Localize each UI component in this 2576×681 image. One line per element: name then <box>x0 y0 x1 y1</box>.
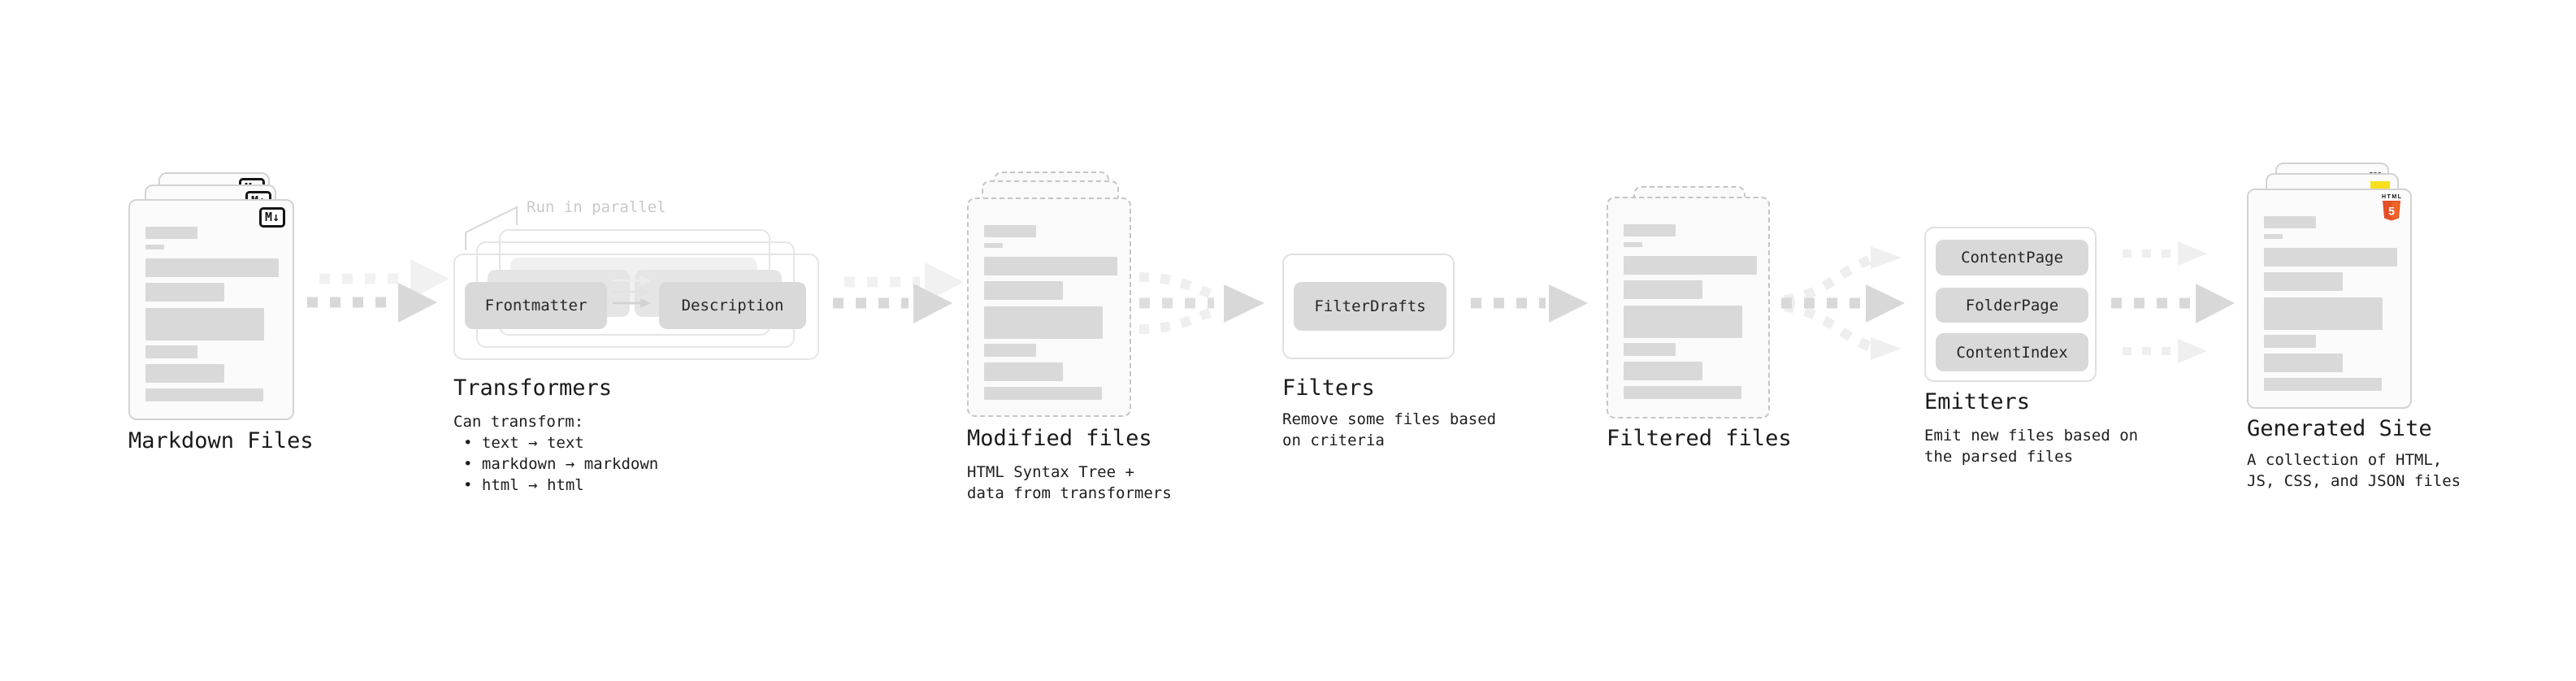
modified-files-subtitle: HTML Syntax Tree + data from transformer… <box>967 462 1172 504</box>
skeleton-text-bar <box>1624 280 1702 299</box>
skeleton-text-bar <box>145 308 264 340</box>
run-in-parallel-note: Run in parallel <box>527 198 666 216</box>
skeleton-text-bar <box>2264 354 2343 372</box>
skeleton-text-bar <box>984 243 1003 248</box>
arrow-modified-to-filters-merge <box>1138 272 1264 334</box>
js-file-icon <box>2370 181 2390 190</box>
transformers-description: Can transform: • text → text • markdown … <box>453 411 658 496</box>
skeleton-text-bar <box>145 364 224 383</box>
emitters-title: Emitters <box>1924 389 2031 414</box>
markdown-icon: M↓ <box>258 207 285 228</box>
transformers-title: Transformers <box>453 375 613 401</box>
skeleton-text-bar <box>984 306 1103 339</box>
html5-icon: HTML 5 <box>2382 194 2401 226</box>
arrow-filters-to-filtered <box>1471 284 1588 323</box>
modified-files-title: Modified files <box>967 426 1152 451</box>
skeleton-text-bar <box>1624 343 1676 356</box>
arrow-transformers-to-modified-ghost <box>844 262 964 302</box>
skeleton-text-bar <box>984 225 1036 237</box>
frontmatter-chip: Frontmatter <box>465 282 607 329</box>
skeleton-text-bar <box>1624 362 1702 380</box>
skeleton-text-bar <box>1624 242 1642 247</box>
skeleton-text-bar <box>984 344 1036 357</box>
skeleton-text-bar <box>145 345 197 358</box>
arrow-transformers-to-modified <box>833 284 952 323</box>
filterdrafts-chip: FilterDrafts <box>1294 282 1446 331</box>
skeleton-text-bar <box>145 227 197 239</box>
subtitle-line: Emit new files based on <box>1924 427 2139 445</box>
arrow-emitters-to-generated <box>2111 241 2235 363</box>
html5-icon-label: HTML <box>2382 194 2403 200</box>
skeleton-text-bar <box>984 257 1117 275</box>
filters-box: FilterDrafts <box>1282 254 1455 359</box>
skeleton-text-bar <box>2264 378 2382 391</box>
filtered-files-title: Filtered files <box>1607 426 1792 451</box>
subtitle-line: A collection of HTML, <box>2247 451 2443 469</box>
html5-shield: 5 <box>2383 201 2400 221</box>
skeleton-text-bar <box>984 387 1102 400</box>
subtitle-line: Remove some files based <box>1282 410 1497 428</box>
skeleton-text-bar <box>984 281 1063 300</box>
subtitle-line: JS, CSS, and JSON files <box>2247 472 2461 490</box>
markdown-files-title: Markdown Files <box>128 428 314 453</box>
markdown-file-card: M↓ <box>128 199 294 420</box>
transform-bullet: • html → html <box>463 476 584 494</box>
subtitle-line: on criteria <box>1282 432 1385 449</box>
generated-site-title: Generated Site <box>2247 416 2432 441</box>
folderpage-chip: FolderPage <box>1936 288 2088 323</box>
generated-site-subtitle: A collection of HTML, JS, CSS, and JSON … <box>2247 449 2461 492</box>
skeleton-text-bar <box>1624 224 1676 236</box>
modified-file-card <box>967 197 1131 417</box>
skeleton-text-bar <box>1624 256 1757 275</box>
skeleton-text-bar <box>2264 234 2283 239</box>
description-chip: Description <box>659 282 806 329</box>
skeleton-text-bar <box>145 283 224 301</box>
skeleton-text-bar <box>145 258 279 277</box>
skeleton-text-bar <box>1624 386 1741 399</box>
can-transform-heading: Can transform: <box>453 413 584 431</box>
skeleton-text-bar <box>2264 248 2397 267</box>
arrow-filtered-to-emitters-split <box>1781 246 1905 360</box>
skeleton-text-bar <box>2264 335 2316 348</box>
skeleton-text-bar <box>2264 216 2316 228</box>
filters-subtitle: Remove some files based on criteria <box>1282 409 1496 451</box>
skeleton-text-bar <box>2264 272 2343 291</box>
transformer-box-front: Frontmatter Description <box>453 254 819 360</box>
emitters-box: ContentPage FolderPage ContentIndex <box>1924 227 2097 382</box>
arrow-markdown-to-transformers <box>307 283 437 323</box>
arrow-markdown-to-transformers-ghost <box>319 259 449 299</box>
subtitle-line: HTML Syntax Tree + <box>967 463 1134 481</box>
generated-file-card: HTML 5 <box>2247 189 2412 409</box>
skeleton-text-bar <box>145 245 164 249</box>
filtered-file-card <box>1607 197 1770 419</box>
filters-title: Filters <box>1282 375 1375 401</box>
contentpage-chip: ContentPage <box>1936 240 2088 275</box>
subtitle-line: the parsed files <box>1924 448 2074 466</box>
svg-text:5: 5 <box>2388 205 2395 218</box>
transform-bullet: • markdown → markdown <box>463 455 659 473</box>
skeleton-text-bar <box>984 362 1063 381</box>
transform-bullet: • text → text <box>463 434 584 452</box>
skeleton-text-bar <box>2264 297 2383 330</box>
emitters-subtitle: Emit new files based on the parsed files <box>1924 425 2138 467</box>
contentindex-chip: ContentIndex <box>1936 333 2088 371</box>
skeleton-text-bar <box>145 388 263 401</box>
skeleton-text-bar <box>1624 306 1742 338</box>
subtitle-line: data from transformers <box>967 484 1172 502</box>
